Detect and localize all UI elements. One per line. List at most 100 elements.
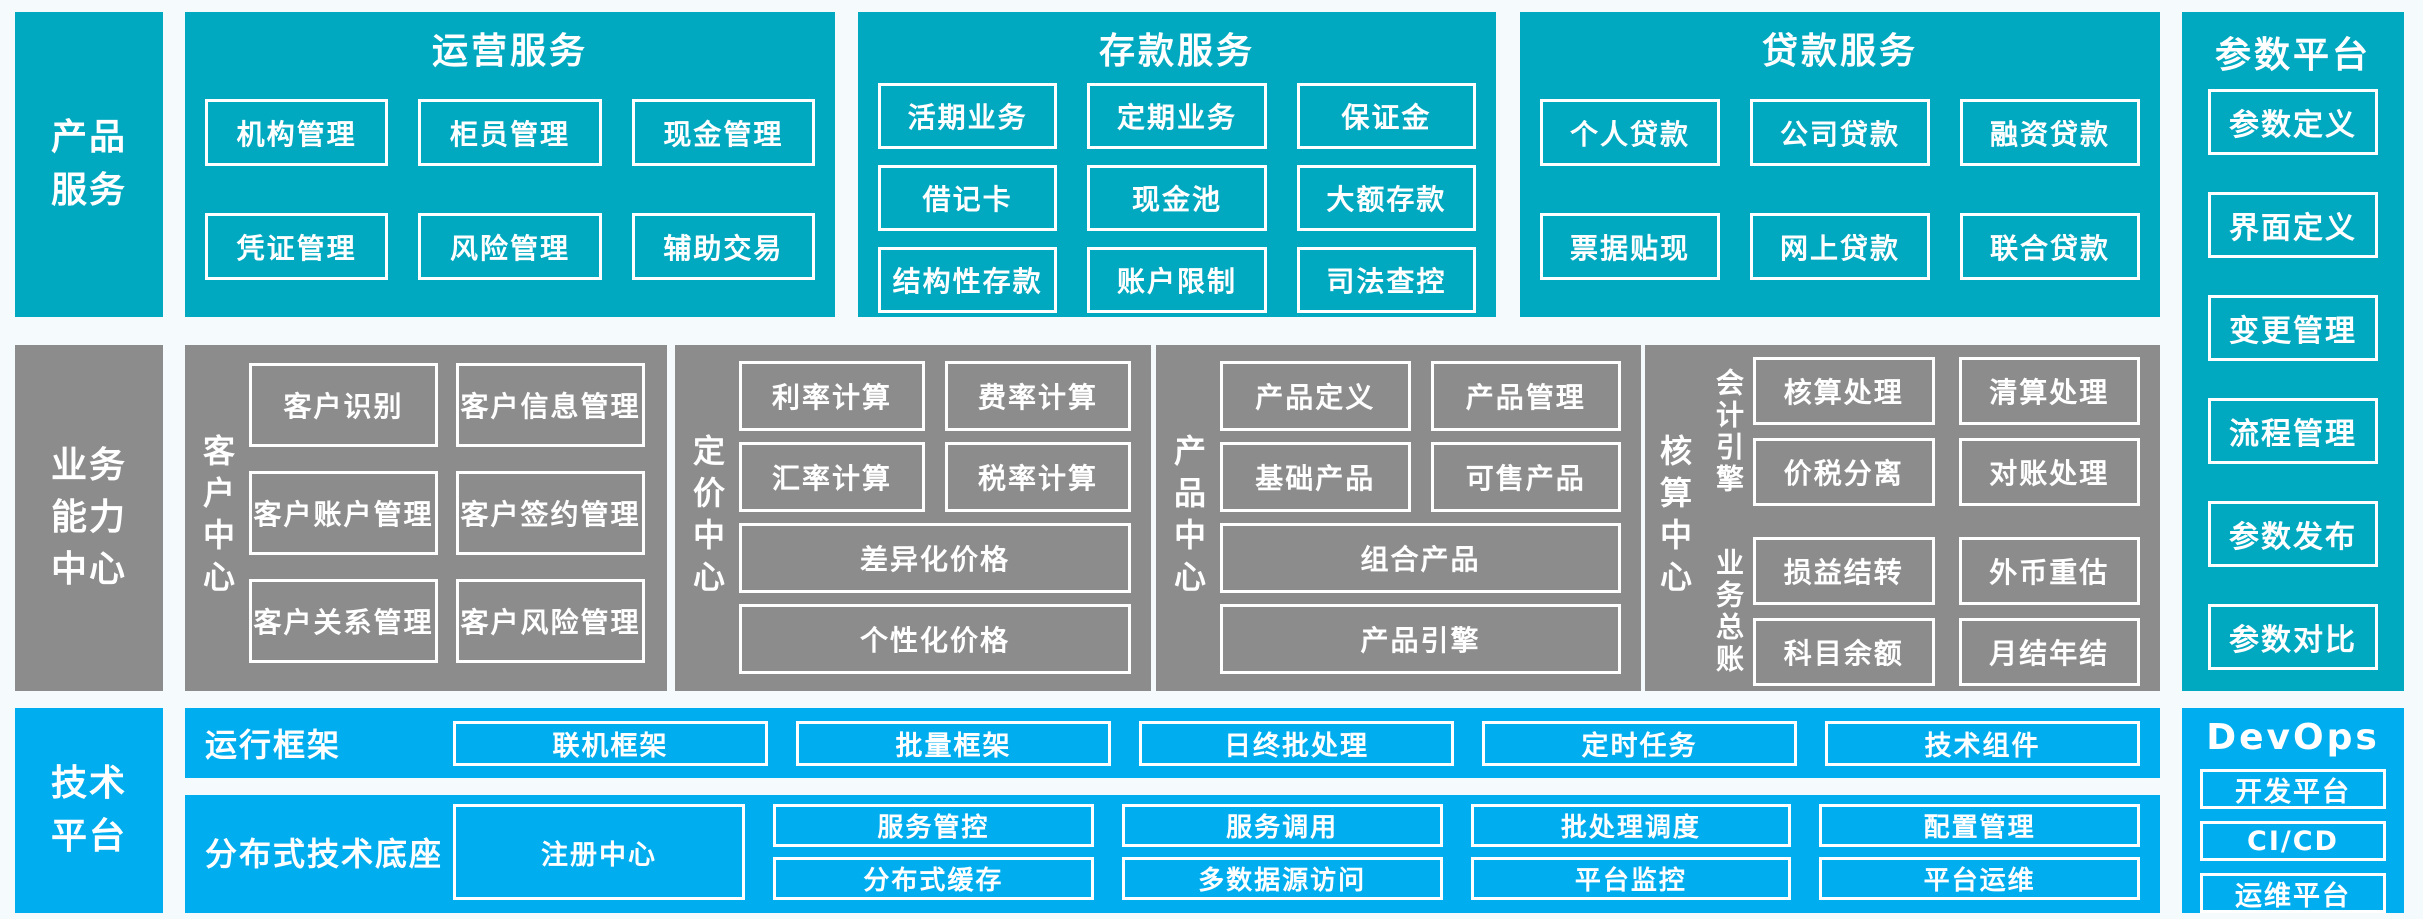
distributed-item: 多数据源访问	[1121, 857, 1443, 900]
loan-item: 票据贴现	[1540, 213, 1720, 280]
distributed-base-label: 分布式技术底座	[205, 835, 444, 873]
devops-item: 运维平台	[2200, 873, 2386, 913]
ledger-item: 外币重估	[1958, 537, 2140, 605]
distributed-items: 服务管控 分布式缓存 服务调用 多数据源访问 批处理调度 平台监控 配置管理 平…	[773, 804, 2140, 900]
product-item: 产品定义	[1220, 361, 1411, 431]
pricing-center-panel: 定价中心 利率计算 费率计算 汇率计算 税率计算 差异化价格 个性化价格	[675, 345, 1151, 691]
devops-item: 开发平台	[2200, 769, 2386, 809]
rail-label-line: 服务	[50, 169, 127, 211]
accounting-engine-label: 会计引擎	[1703, 357, 1753, 506]
pricing-items-grid: 利率计算 费率计算 汇率计算 税率计算 差异化价格 个性化价格	[739, 361, 1131, 691]
section-title: DevOps	[2206, 717, 2380, 758]
operation-items-grid: 机构管理 柜员管理 现金管理 凭证管理 风险管理 辅助交易	[205, 99, 815, 280]
registry-center-box: 注册中心	[453, 804, 745, 900]
distributed-item: 平台监控	[1470, 857, 1792, 900]
loan-item: 融资贷款	[1960, 99, 2140, 166]
parameter-item: 参数定义	[2208, 89, 2378, 155]
section-title: 参数平台	[2214, 35, 2371, 76]
parameter-item: 变更管理	[2208, 295, 2378, 361]
business-ledger-grid: 损益结转 外币重估 科目余额 月结年结	[1753, 537, 2140, 686]
deposit-item: 结构性存款	[878, 247, 1058, 313]
parameter-item: 参数发布	[2208, 501, 2378, 567]
deposit-item: 借记卡	[878, 165, 1058, 231]
deposit-item: 保证金	[1296, 83, 1476, 149]
section-title: 存款服务	[1098, 31, 1255, 72]
rail-label-line: 能力	[50, 496, 127, 538]
product-item: 基础产品	[1220, 442, 1411, 512]
devops-items-list: 开发平台 CI/CD 运维平台	[2182, 759, 2404, 913]
operation-services-section: 运营服务 机构管理 柜员管理 现金管理 凭证管理 风险管理 辅助交易	[185, 12, 835, 317]
business-ledger-label: 业务总账	[1703, 537, 1753, 686]
product-items-grid: 产品定义 产品管理 基础产品 可售产品 组合产品 产品引擎	[1220, 361, 1621, 691]
operation-item: 风险管理	[418, 213, 602, 280]
parameter-item: 界面定义	[2208, 192, 2378, 258]
pricing-item: 汇率计算	[739, 442, 925, 512]
customer-item: 客户关系管理	[249, 579, 438, 663]
tech-platform-rail-label: 技术 平台	[15, 708, 163, 913]
loan-item: 网上贷款	[1750, 213, 1930, 280]
runtime-framework-label: 运行框架	[205, 726, 342, 764]
loan-services-section: 贷款服务 个人贷款 公司贷款 融资贷款 票据贴现 网上贷款 联合贷款	[1520, 12, 2160, 317]
product-item: 可售产品	[1430, 442, 1621, 512]
distributed-base-bar: 分布式技术底座 注册中心 服务管控 分布式缓存 服务调用 多数据源访问 批处理调…	[185, 795, 2160, 913]
pricing-item: 费率计算	[945, 361, 1131, 431]
product-item-wide: 组合产品	[1220, 523, 1621, 593]
accounting-center-panel: 核算中心 会计引擎 核算处理 清算处理 价税分离 对账处理 业务总账 损	[1645, 345, 2160, 691]
deposit-item: 活期业务	[878, 83, 1058, 149]
accounting-center-label: 核算中心	[1645, 345, 1703, 691]
product-center-panel: 产品中心 产品定义 产品管理 基础产品 可售产品 组合产品 产品引擎	[1156, 345, 1641, 691]
rail-label-line: 产品	[50, 117, 127, 159]
product-center-label: 产品中心	[1156, 345, 1220, 691]
runtime-item: 技术组件	[1825, 720, 2140, 766]
runtime-items: 联机框架 批量框架 日终批处理 定时任务 技术组件	[453, 720, 2140, 766]
rail-label-line: 技术	[50, 763, 127, 805]
product-services-rail-label: 产品 服务	[15, 12, 163, 317]
pricing-item-wide: 差异化价格	[739, 523, 1131, 593]
runtime-item: 批量框架	[796, 720, 1111, 766]
parameter-item: 流程管理	[2208, 398, 2378, 464]
deposit-item: 现金池	[1087, 165, 1267, 231]
customer-center-label: 客户中心	[185, 345, 249, 691]
distributed-item: 配置管理	[1819, 804, 2140, 847]
accounting-item: 价税分离	[1753, 438, 1935, 506]
loan-item: 联合贷款	[1960, 213, 2140, 280]
operation-item: 辅助交易	[631, 213, 815, 280]
accounting-item: 清算处理	[1958, 357, 2140, 425]
loan-item: 公司贷款	[1750, 99, 1930, 166]
deposit-items-grid: 活期业务 定期业务 保证金 借记卡 现金池 大额存款 结构性存款 账户限制 司法…	[878, 83, 1476, 313]
ledger-item: 月结年结	[1958, 618, 2140, 686]
operation-item: 柜员管理	[418, 99, 602, 166]
devops-section: DevOps 开发平台 CI/CD 运维平台	[2182, 708, 2404, 913]
customer-items-grid: 客户识别 客户信息管理 客户账户管理 客户签约管理 客户关系管理 客户风险管理	[249, 363, 645, 691]
rail-label-line: 中心	[50, 549, 127, 591]
runtime-item: 定时任务	[1482, 720, 1797, 766]
vertical-label-text: 业务总账	[1712, 547, 1745, 676]
deposit-item: 账户限制	[1087, 247, 1267, 313]
vertical-label-text: 客户中心	[198, 434, 236, 602]
distributed-item: 服务管控	[773, 804, 1094, 847]
loan-items-grid: 个人贷款 公司贷款 融资贷款 票据贴现 网上贷款 联合贷款	[1540, 99, 2140, 280]
vertical-label-text: 定价中心	[688, 434, 726, 602]
ledger-item: 损益结转	[1753, 537, 1935, 605]
vertical-label-text: 产品中心	[1169, 434, 1207, 602]
business-capability-rail-label: 业务 能力 中心	[15, 345, 163, 691]
ledger-item: 科目余额	[1753, 618, 1935, 686]
accounting-item: 核算处理	[1753, 357, 1935, 425]
rail-label-line: 业务	[50, 444, 127, 486]
business-ledger-group: 业务总账 损益结转 外币重估 科目余额 月结年结	[1703, 537, 2140, 686]
customer-item: 客户识别	[249, 363, 438, 447]
customer-center-panel: 客户中心 客户识别 客户信息管理 客户账户管理 客户签约管理 客户关系管理 客户…	[185, 345, 667, 691]
operation-item: 凭证管理	[205, 213, 389, 280]
distributed-col: 服务调用 多数据源访问	[1121, 804, 1443, 900]
customer-item: 客户签约管理	[456, 471, 645, 555]
distributed-col: 服务管控 分布式缓存	[773, 804, 1094, 900]
product-item-wide: 产品引擎	[1220, 604, 1621, 674]
deposit-item: 司法查控	[1296, 247, 1476, 313]
operation-item: 机构管理	[205, 99, 389, 166]
runtime-item: 日终批处理	[1139, 720, 1454, 766]
deposit-services-section: 存款服务 活期业务 定期业务 保证金 借记卡 现金池 大额存款 结构性存款 账户…	[858, 12, 1496, 317]
loan-item: 个人贷款	[1540, 99, 1720, 166]
distributed-col: 批处理调度 平台监控	[1470, 804, 1792, 900]
vertical-label-text: 核算中心	[1655, 434, 1693, 602]
